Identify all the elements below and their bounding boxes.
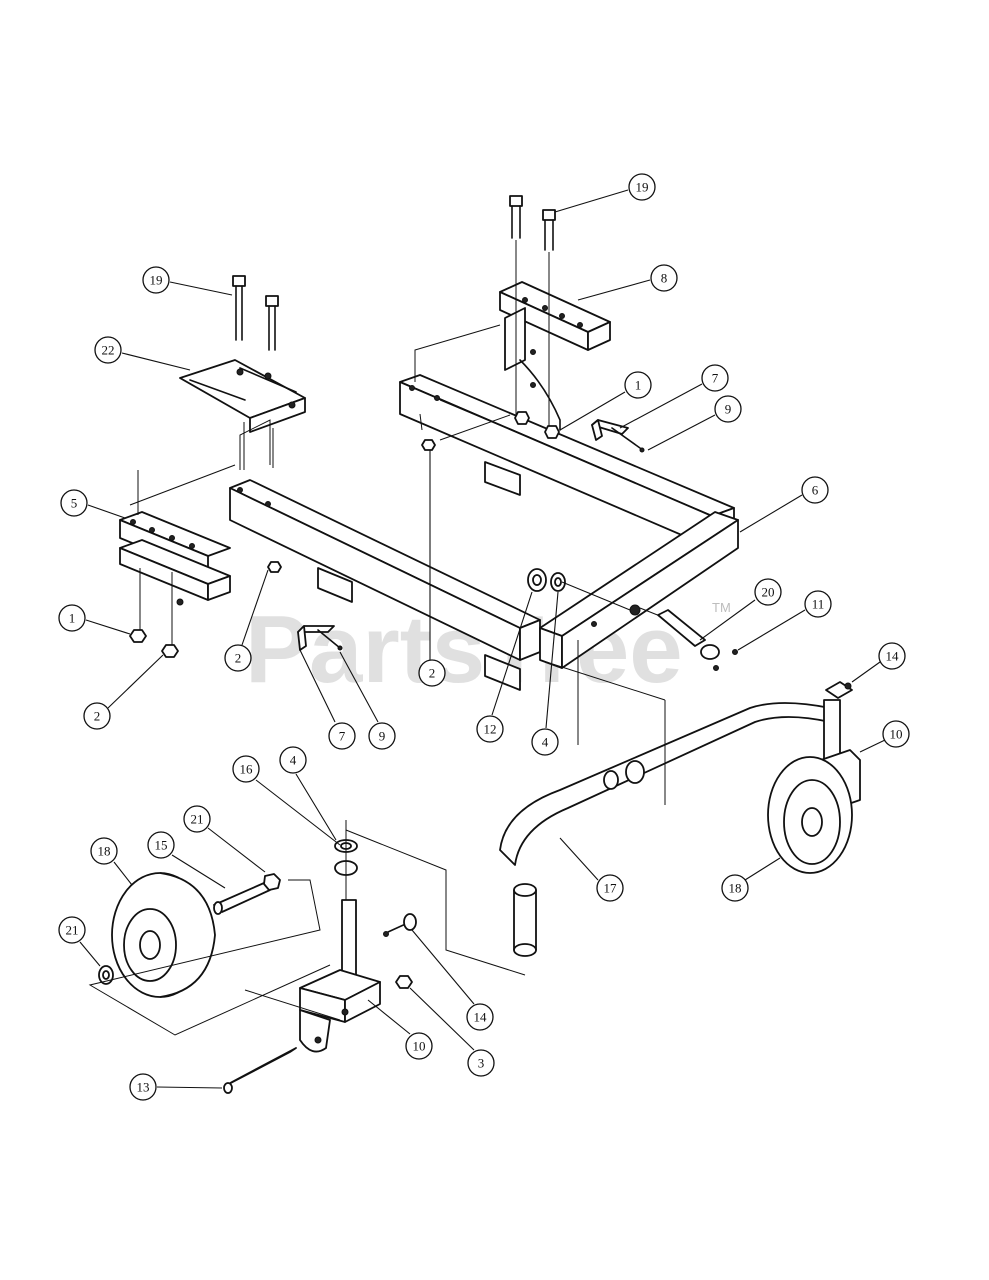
bracket-5 [119,470,231,645]
svg-text:1: 1 [635,378,642,393]
caster-fork-10 [299,899,381,1053]
hairpin-7-left [297,625,343,651]
callout-15[interactable]: 15 [147,831,226,889]
callout-6[interactable]: 6 [739,476,829,533]
axle-bolt-13 [223,1047,297,1094]
svg-text:14: 14 [886,649,900,664]
rear-frame-crossmember [399,374,735,549]
bracket-8 [499,281,611,431]
svg-text:13: 13 [137,1080,150,1095]
callout-21-top[interactable]: 21 [183,805,266,873]
svg-text:3: 3 [478,1056,485,1071]
hairpin-7-right [591,419,645,453]
callout-18-left[interactable]: 18 [90,837,133,886]
spacer-16 [334,820,358,900]
washer-21 [98,965,114,985]
svg-text:21: 21 [66,923,79,938]
nut-3 [395,975,413,989]
svg-text:1: 1 [69,611,76,626]
callout-4-upper[interactable]: 4 [531,591,559,756]
pin-14-lower [383,913,417,937]
svg-text:10: 10 [890,727,903,742]
svg-text:4: 4 [542,735,549,750]
callout-21-bottom[interactable]: 21 [58,916,101,967]
callout-2-center[interactable]: 2 [418,450,446,687]
svg-text:2: 2 [94,709,101,724]
callout-2-left[interactable]: 2 [83,654,164,730]
svg-text:16: 16 [240,762,254,777]
svg-text:22: 22 [102,343,115,358]
callout-22[interactable]: 22 [94,336,191,371]
callout-17[interactable]: 17 [559,837,624,902]
svg-text:19: 19 [636,180,649,195]
callout-20[interactable]: 20 [699,578,782,641]
callout-5[interactable]: 5 [60,489,126,519]
explode-lines [88,324,526,1036]
washer-12 [527,568,547,592]
callout-19-left[interactable]: 19 [142,266,233,296]
svg-text:17: 17 [604,881,618,896]
callout-16[interactable]: 16 [232,755,341,846]
caster-arm-17 [499,640,831,957]
svg-text:18: 18 [98,844,111,859]
callout-2-mid-left[interactable]: 2 [224,569,269,672]
callout-19-top-right[interactable]: 19 [554,173,656,213]
svg-text:11: 11 [812,597,825,612]
bolt-19-right [509,195,556,430]
callout-14-lower[interactable]: 14 [411,929,494,1031]
callout-14-right[interactable]: 14 [851,642,906,683]
svg-text:9: 9 [725,402,732,417]
wheel-18-left [111,872,216,998]
svg-text:12: 12 [484,722,497,737]
callout-7-left[interactable]: 7 [299,649,356,750]
svg-text:19: 19 [150,273,163,288]
callout-11[interactable]: 11 [737,590,832,651]
callout-1-right[interactable]: 1 [559,371,652,431]
callout-10-right[interactable]: 10 [859,720,910,753]
svg-text:5: 5 [71,496,78,511]
nut-21 [263,873,281,891]
svg-text:20: 20 [762,585,775,600]
svg-text:18: 18 [729,881,742,896]
washer-4-upper [550,572,566,592]
svg-text:21: 21 [191,812,204,827]
caster-wheel-right [767,681,861,874]
callout-7-right[interactable]: 7 [619,364,729,429]
bolt-19-left [232,275,279,470]
svg-text:7: 7 [712,371,719,386]
main-frame-rail [229,479,541,691]
callout-8[interactable]: 8 [577,264,678,301]
nut-2 [267,439,436,573]
svg-text:9: 9 [379,729,386,744]
svg-text:10: 10 [413,1039,426,1054]
callout-12[interactable]: 12 [476,591,533,743]
svg-text:2: 2 [235,651,242,666]
svg-text:2: 2 [429,666,436,681]
callout-10-left[interactable]: 10 [367,999,433,1060]
svg-text:14: 14 [474,1010,488,1025]
nut-2-left [161,644,179,658]
svg-text:7: 7 [339,729,346,744]
callout-1-left[interactable]: 1 [58,604,131,635]
nut-1-left [129,629,147,643]
nut-1-right [514,411,560,439]
axle-15 [213,882,271,915]
pivot-pin-20 [639,607,738,671]
svg-text:6: 6 [812,483,819,498]
svg-text:8: 8 [661,271,668,286]
trademark-mark: TM [712,600,731,615]
callout-3[interactable]: 3 [409,987,495,1077]
callout-9-right[interactable]: 9 [647,395,742,451]
svg-text:15: 15 [155,838,168,853]
callout-18-right[interactable]: 18 [721,857,781,902]
plate-22 [179,359,306,433]
svg-text:4: 4 [290,753,297,768]
callout-4-lower[interactable]: 4 [279,746,337,841]
callout-9-left[interactable]: 9 [339,651,396,750]
callout-13[interactable]: 13 [129,1073,223,1101]
